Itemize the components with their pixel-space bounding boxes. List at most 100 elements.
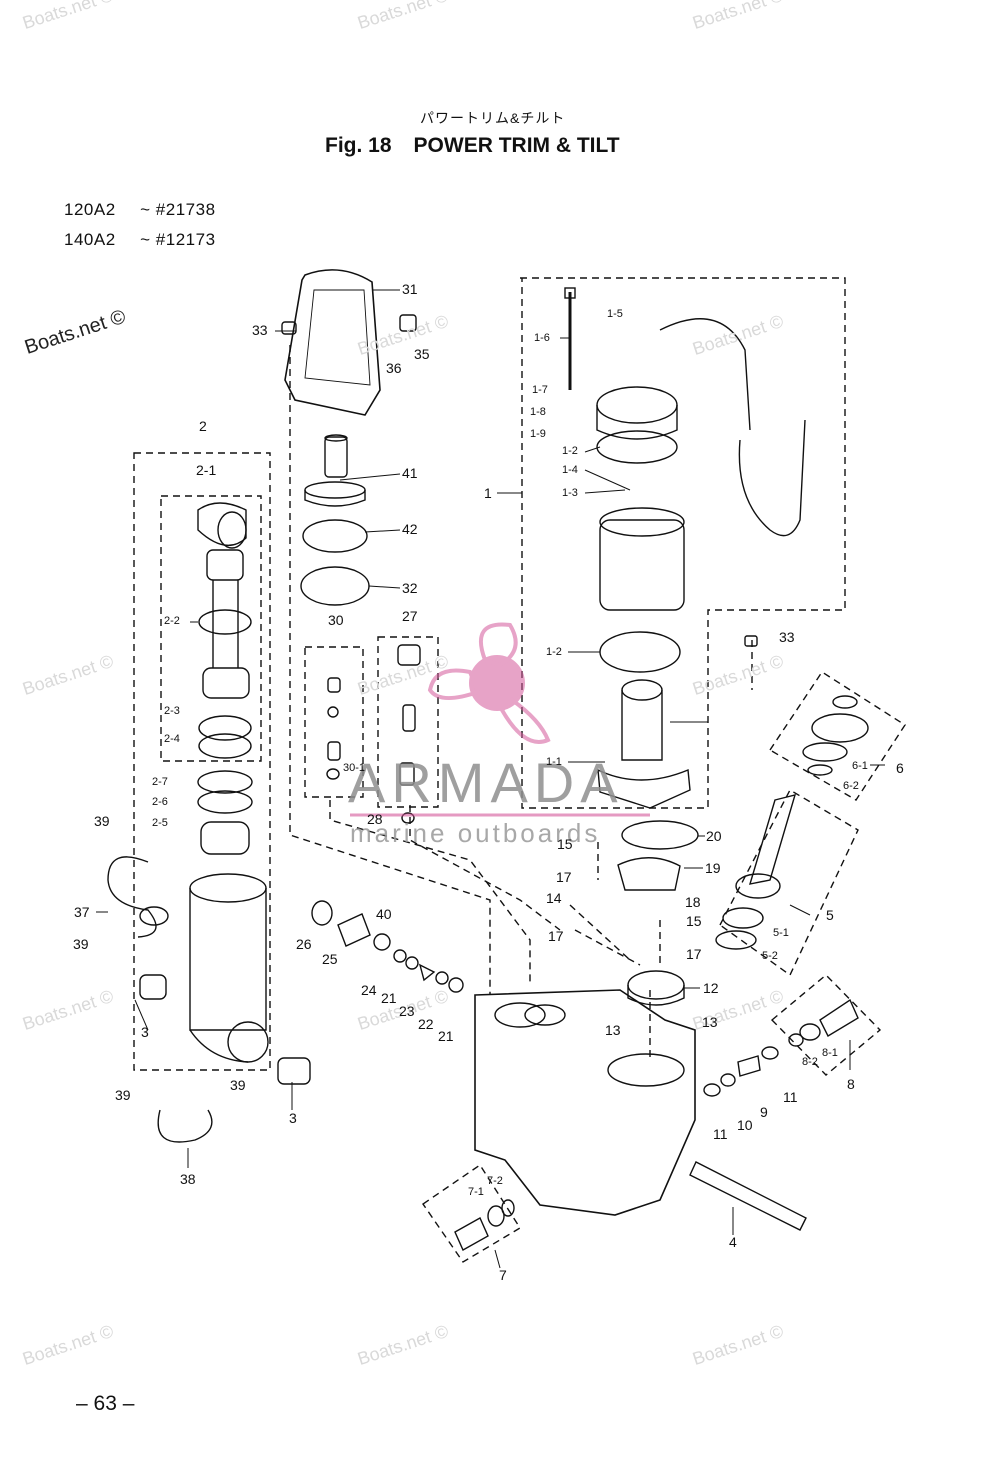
callout-label: 26 [296, 936, 312, 952]
callout-label: 40 [376, 906, 392, 922]
callout-label: 6-1 [852, 760, 868, 772]
callout-label: 23 [399, 1003, 415, 1019]
callout-label: 2-3 [164, 705, 180, 717]
callout-label: 11 [713, 1126, 728, 1142]
callout-label: 2 [199, 418, 207, 434]
callout-label: 2-4 [164, 733, 180, 745]
callout-label: 6 [896, 760, 904, 776]
callout-label: 31 [402, 281, 418, 297]
callout-label: 7 [499, 1267, 507, 1283]
valve-27-box [377, 636, 439, 808]
callout-label: 1-4 [562, 464, 578, 476]
group-6-box [769, 671, 906, 801]
callout-label: 2-5 [152, 817, 168, 829]
callout-label: 32 [402, 580, 418, 596]
callout-label: 21 [381, 990, 397, 1006]
callout-label: 28 [367, 811, 383, 827]
callout-label: 7-1 [468, 1186, 484, 1198]
callout-label: 14 [546, 890, 562, 906]
callout-label: 1-3 [562, 487, 578, 499]
callout-label: 5 [826, 907, 834, 923]
callout-label: 9 [760, 1104, 768, 1120]
callout-label: 2-6 [152, 796, 168, 808]
callout-label: 5-1 [773, 927, 789, 939]
callout-label: 39 [73, 936, 89, 952]
callout-label: 6-2 [843, 780, 859, 792]
japanese-title: パワートリム&チルト [420, 110, 566, 126]
model-name: 120A2 [64, 200, 116, 219]
callout-label: 4 [729, 1234, 737, 1250]
callout-label: 10 [737, 1117, 753, 1133]
callout-label: 33 [779, 629, 795, 645]
callout-label: 17 [548, 928, 564, 944]
figure-number: Fig. 18 [325, 134, 392, 157]
callout-label: 7-2 [487, 1175, 503, 1187]
callout-label: 30-1 [343, 762, 366, 774]
piston-rod-box [160, 495, 262, 762]
model-serial: ~ #21738 [140, 200, 216, 219]
callout-label: 13 [702, 1014, 718, 1030]
callout-label: 38 [180, 1171, 196, 1187]
callout-label: 11 [783, 1089, 798, 1105]
tilt-cylinder-box [133, 452, 271, 1071]
callout-label: 33 [252, 322, 268, 338]
callout-label: 15 [686, 913, 702, 929]
callout-label: 20 [706, 828, 722, 844]
callout-label: 5-2 [762, 950, 778, 962]
callout-label: 25 [322, 951, 338, 967]
callout-label: 2-7 [152, 776, 168, 788]
armada-logo [427, 622, 551, 744]
group-5-box [719, 789, 859, 977]
callout-label: 1-5 [607, 308, 623, 320]
callout-label: 1-1 [546, 756, 562, 768]
callout-label: 37 [74, 904, 90, 920]
callout-label: 1-7 [532, 384, 548, 396]
page-number: – 63 – [76, 1392, 135, 1415]
callout-label: 13 [605, 1022, 621, 1038]
callout-label: 8-1 [822, 1047, 838, 1059]
callout-label: 15 [557, 836, 573, 852]
callout-label: 1 [484, 485, 492, 501]
callout-label: 1-2 [562, 445, 578, 457]
logo-tagline: marine outboards [350, 818, 601, 848]
group-boxes [133, 277, 906, 1263]
callout-label: 41 [402, 465, 418, 481]
figure-title: Fig. 18 POWER TRIM & TILT [325, 134, 620, 158]
figure-name: POWER TRIM & TILT [413, 134, 620, 157]
callout-label: 3 [141, 1024, 149, 1040]
group-7-box [422, 1164, 521, 1263]
callout-label: 22 [418, 1016, 434, 1032]
callout-label: 30 [328, 612, 344, 628]
callout-label: 2-1 [196, 462, 217, 478]
callout-label: 1-2 [546, 646, 562, 658]
callout-label: 39 [115, 1087, 131, 1103]
callout-label: 1-8 [530, 406, 546, 418]
model-name: 140A2 [64, 230, 116, 249]
callout-label: 24 [361, 982, 377, 998]
callout-label: 12 [703, 980, 719, 996]
model-row-2: 140A2 ~ #12173 [64, 230, 216, 250]
model-serial: ~ #12173 [140, 230, 216, 249]
motor-assembly-box [520, 277, 846, 809]
callout-label: 17 [556, 869, 572, 885]
valve-30-box [304, 646, 364, 798]
logo-wordmark: ARMADA [348, 751, 624, 814]
callout-label: 2-2 [164, 615, 180, 627]
callout-label: 8-2 [802, 1056, 818, 1068]
callout-label: 1-9 [530, 428, 546, 440]
callout-label: 18 [685, 894, 701, 910]
callout-label: 3 [289, 1110, 297, 1126]
callout-label: 8 [847, 1076, 855, 1092]
callout-label: 19 [705, 860, 721, 876]
model-row-1: 120A2 ~ #21738 [64, 200, 216, 220]
callout-label: 39 [94, 813, 110, 829]
callout-label: 17 [686, 946, 702, 962]
callout-label: 35 [414, 346, 430, 362]
callout-label: 42 [402, 521, 418, 537]
callout-label: 39 [230, 1077, 246, 1093]
callout-label: 21 [438, 1028, 454, 1044]
group-8-box [770, 974, 882, 1076]
callout-label: 36 [386, 360, 402, 376]
callout-label: 27 [402, 608, 418, 624]
